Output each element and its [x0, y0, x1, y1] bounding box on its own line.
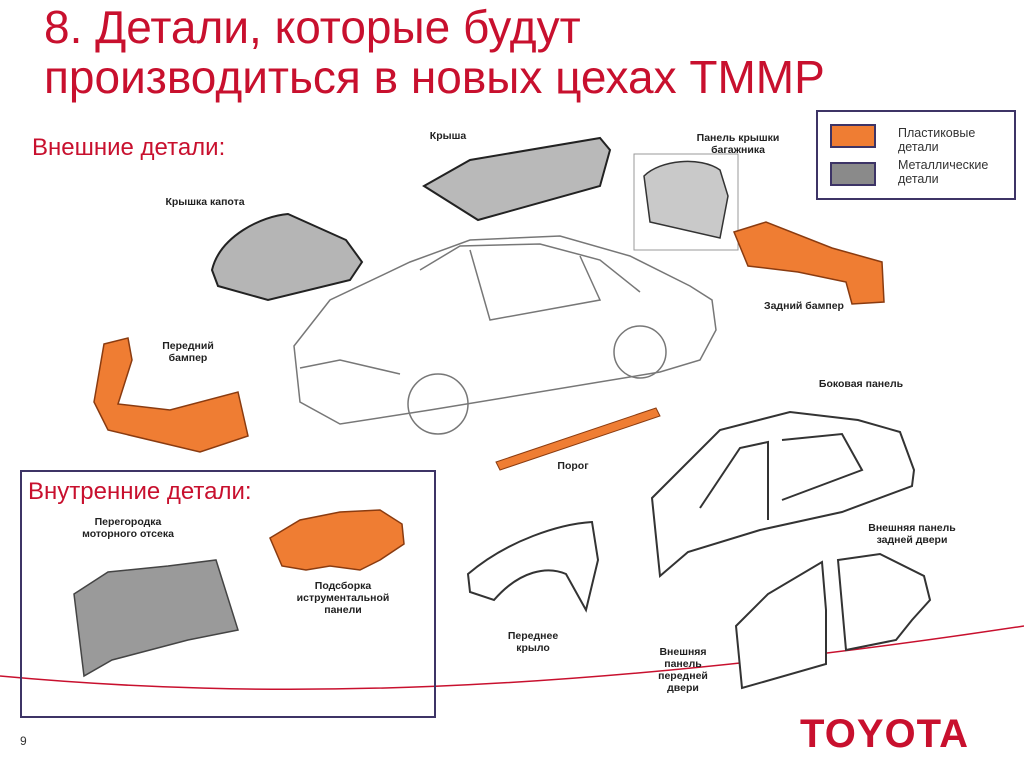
rear-bumper-label: Задний бампер — [764, 300, 844, 312]
hood-label: Крышка капота — [165, 196, 245, 208]
rear-door-label: Внешняя панель задней двери — [868, 522, 956, 546]
roof-label: Крыша — [429, 130, 467, 142]
sill-label: Порог — [557, 460, 589, 472]
page-title: 8. Детали, которые будут производиться в… — [44, 2, 944, 102]
side-panel-label: Боковая панель — [818, 378, 904, 390]
bulkhead-part — [73, 559, 239, 678]
roof-part — [422, 136, 612, 222]
plastic-swatch — [830, 124, 876, 148]
external-parts-title: Внешние детали: — [32, 134, 226, 161]
metal-legend-label: Металлические детали — [898, 158, 989, 186]
front-door-part — [734, 560, 827, 690]
legend-box: Пластиковые детали Металлические детали — [816, 110, 1016, 200]
instrument-panel-label: Подсборка иструментальной панели — [296, 580, 390, 616]
toyota-logo: TOYOTA — [800, 712, 969, 756]
internal-parts-title: Внутренние детали: — [28, 478, 252, 505]
front-fender-part — [466, 520, 600, 613]
rear-door-part — [836, 552, 932, 652]
trunk-lid-label: Панель крышки багажника — [696, 132, 780, 156]
car-outline — [293, 235, 717, 435]
front-bumper-part — [93, 337, 249, 453]
internal-parts-box — [20, 470, 436, 718]
instrument-panel-part — [269, 509, 405, 571]
metal-swatch — [830, 162, 876, 186]
trunk-lid-frame — [633, 153, 739, 251]
title-line-1: 8. Детали, которые будут — [44, 1, 581, 53]
rear-bumper-part — [732, 221, 885, 305]
front-fender-label: Переднее крыло — [507, 630, 559, 654]
sill-part — [495, 407, 661, 471]
front-bumper-label: Передний бампер — [162, 340, 214, 364]
hood-part — [210, 212, 364, 302]
plastic-legend-label: Пластиковые детали — [898, 126, 976, 154]
trunk-lid-part — [643, 160, 729, 239]
front-door-label: Внешняя панель передней двери — [658, 646, 708, 694]
page-number: 9 — [20, 734, 27, 748]
side-panel-part — [650, 410, 916, 579]
bulkhead-label: Перегородка моторного отсека — [82, 516, 174, 540]
title-line-2: производиться в новых цехах ТММР — [44, 51, 825, 103]
